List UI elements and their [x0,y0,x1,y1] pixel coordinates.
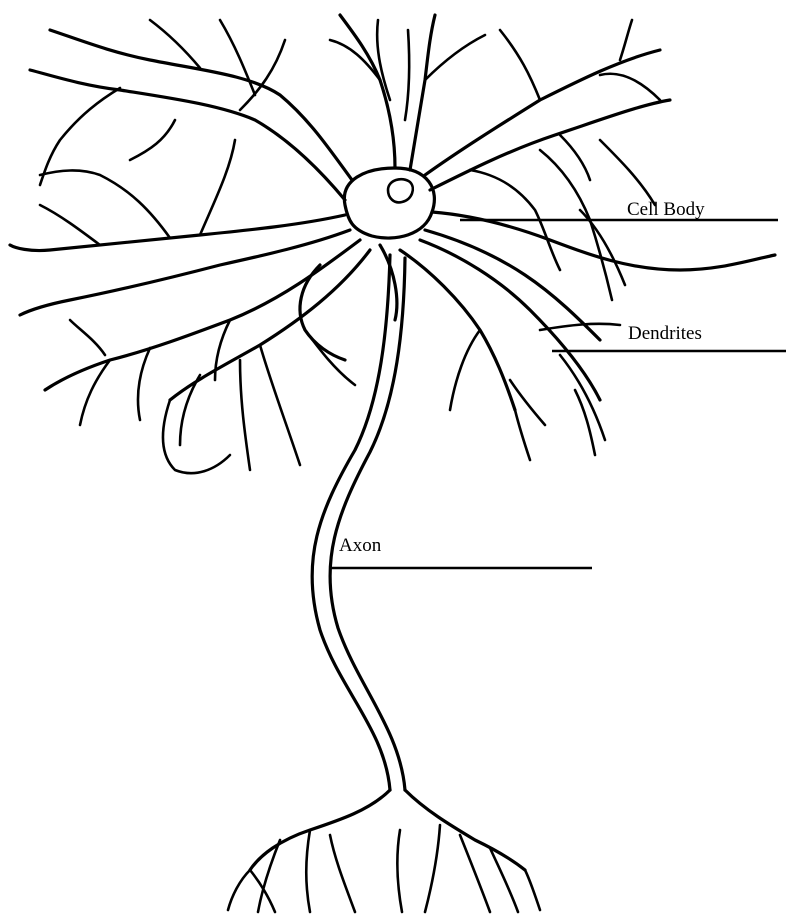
dendrites [10,15,775,473]
axon-label: Axon [339,536,381,555]
dendrites-label: Dendrites [628,324,702,343]
axon-terminals [228,790,540,912]
axon [312,255,405,790]
cell-body-label: Cell Body [627,200,705,219]
cell-body [344,168,434,238]
